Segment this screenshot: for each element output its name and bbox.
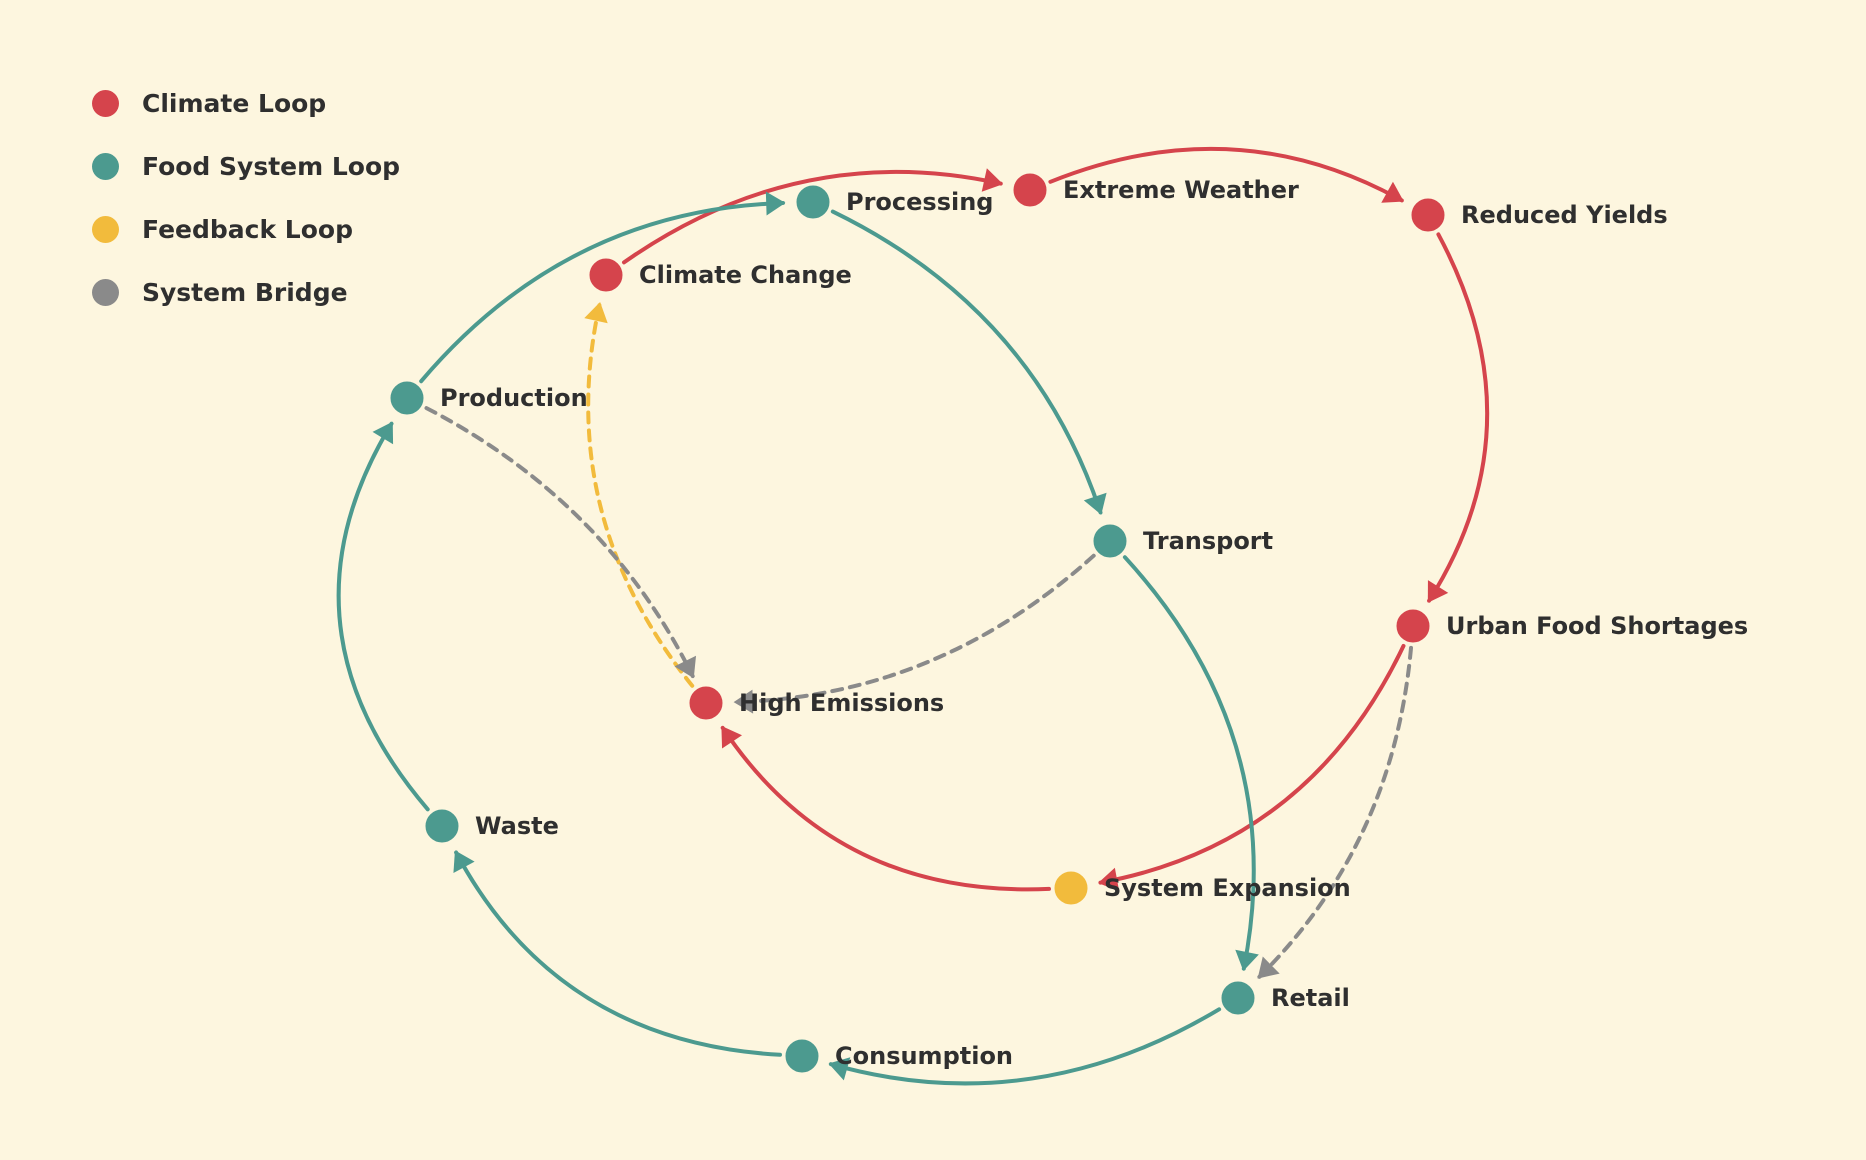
node-label: Transport (1143, 527, 1273, 555)
node-label: Extreme Weather (1063, 176, 1299, 204)
legend: Climate Loop Food System Loop Feedback L… (92, 72, 400, 324)
node-circle[interactable] (782, 1036, 822, 1076)
node-label: Climate Change (639, 261, 852, 289)
edge-reduced-yields-to-urban-food-shortages (1427, 232, 1490, 603)
node-label: Retail (1271, 984, 1350, 1012)
edge-consumption-to-waste (453, 850, 782, 1057)
node-circle[interactable] (1010, 170, 1050, 210)
edge-system-expansion-to-high-emissions (720, 725, 1051, 892)
edges-layer (336, 146, 1490, 1086)
edge-climate-change-to-extreme-weather (622, 168, 1004, 265)
node-climate-change[interactable]: Climate Change (586, 255, 852, 295)
node-circle[interactable] (586, 255, 626, 295)
edge-production-to-processing (419, 191, 786, 384)
node-circle[interactable] (1051, 868, 1091, 908)
node-high-emissions[interactable]: High Emissions (686, 683, 944, 723)
legend-label: System Bridge (142, 278, 348, 307)
legend-label: Food System Loop (142, 152, 401, 181)
node-system-expansion[interactable]: System Expansion (1051, 868, 1351, 908)
node-circle[interactable] (1393, 606, 1433, 646)
node-consumption[interactable]: Consumption (782, 1036, 1013, 1076)
edge-processing-to-transport (830, 209, 1107, 515)
node-transport[interactable]: Transport (1090, 521, 1273, 561)
node-urban-food-shortages[interactable]: Urban Food Shortages (1393, 606, 1748, 646)
node-circle[interactable] (387, 378, 427, 418)
feedback-loop-swatch-icon (92, 216, 119, 243)
node-label: Urban Food Shortages (1446, 612, 1748, 640)
legend-label: Feedback Loop (142, 215, 353, 244)
legend-item-climate-loop: Climate Loop (92, 72, 400, 135)
node-waste[interactable]: Waste (422, 806, 559, 846)
node-circle[interactable] (686, 683, 726, 723)
edge-extreme-weather-to-reduced-yields (1048, 146, 1404, 203)
node-label: Processing (846, 188, 993, 216)
node-reduced-yields[interactable]: Reduced Yields (1408, 195, 1668, 235)
edge-transport-to-high-emissions (733, 553, 1096, 714)
node-extreme-weather[interactable]: Extreme Weather (1010, 170, 1299, 210)
legend-item-feedback-loop: Feedback Loop (92, 198, 400, 261)
climate-loop-swatch-icon (92, 90, 119, 117)
node-circle[interactable] (422, 806, 462, 846)
legend-item-system-bridge: System Bridge (92, 261, 400, 324)
node-label: High Emissions (739, 689, 944, 717)
food-system-loop-swatch-icon (92, 153, 119, 180)
node-circle[interactable] (1408, 195, 1448, 235)
system-bridge-swatch-icon (92, 279, 119, 306)
node-retail[interactable]: Retail (1218, 978, 1350, 1018)
legend-label: Climate Loop (142, 89, 327, 118)
node-label: Waste (475, 812, 559, 840)
edge-urban-food-shortages-to-system-expansion (1098, 643, 1406, 892)
edge-waste-to-production (336, 421, 430, 812)
node-circle[interactable] (1218, 978, 1258, 1018)
node-circle[interactable] (1090, 521, 1130, 561)
node-processing[interactable]: Processing (793, 182, 993, 222)
edge-transport-to-retail (1122, 555, 1259, 971)
edge-retail-to-consumption (828, 1007, 1222, 1086)
node-label: Consumption (835, 1042, 1013, 1070)
node-label: Production (440, 384, 588, 412)
node-label: System Expansion (1104, 874, 1351, 902)
node-label: Reduced Yields (1461, 201, 1668, 229)
edge-urban-food-shortages-to-retail (1257, 645, 1413, 979)
legend-item-food-system-loop: Food System Loop (92, 135, 400, 198)
node-production[interactable]: Production (387, 378, 588, 418)
edge-high-emissions-to-climate-change (584, 301, 695, 688)
node-circle[interactable] (793, 182, 833, 222)
edge-production-to-high-emissions (424, 406, 697, 679)
